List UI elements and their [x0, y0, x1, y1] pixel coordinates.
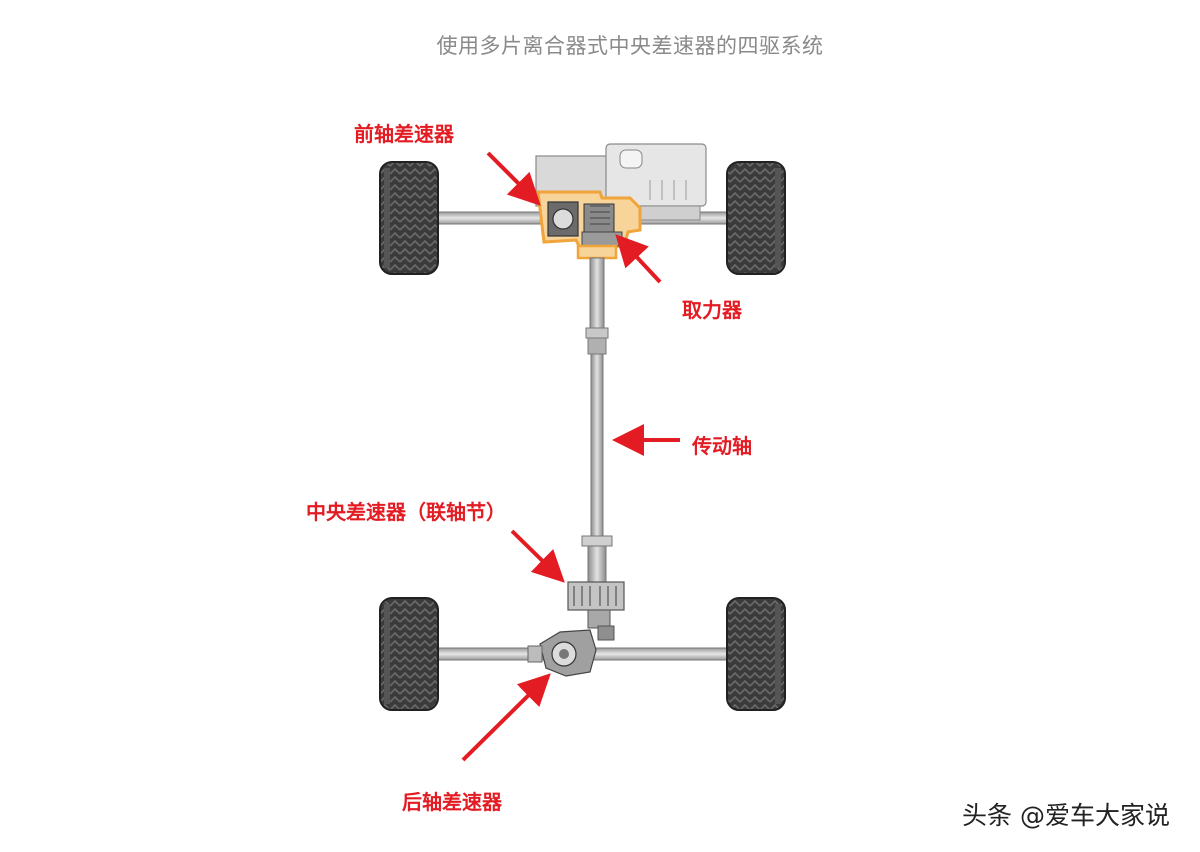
transfer-case-label: 取力器	[682, 298, 742, 322]
rear-left-tire	[379, 597, 439, 711]
rear-diff-arrow	[461, 673, 551, 762]
transfer-case-arrow	[615, 234, 662, 284]
center-differential	[567, 581, 625, 641]
drive-shaft	[581, 257, 613, 583]
watermark: 头条 @爱车大家说	[962, 801, 1170, 830]
front-differential-assembly	[536, 190, 642, 260]
front-left-tire	[379, 161, 439, 275]
diagram-title: 使用多片离合器式中央差速器的四驱系统	[436, 34, 824, 58]
front-diff-label: 前轴差速器	[354, 122, 454, 146]
front-right-tire	[726, 161, 786, 275]
front-diff-arrow	[486, 151, 541, 206]
center-diff-label: 中央差速器（联轴节）	[306, 500, 506, 524]
center-diff-arrow	[510, 529, 565, 583]
drive-shaft-label: 传动轴	[692, 434, 752, 458]
rear-right-tire	[726, 597, 786, 711]
rear-differential	[527, 629, 597, 677]
rear-diff-label: 后轴差速器	[402, 790, 502, 814]
